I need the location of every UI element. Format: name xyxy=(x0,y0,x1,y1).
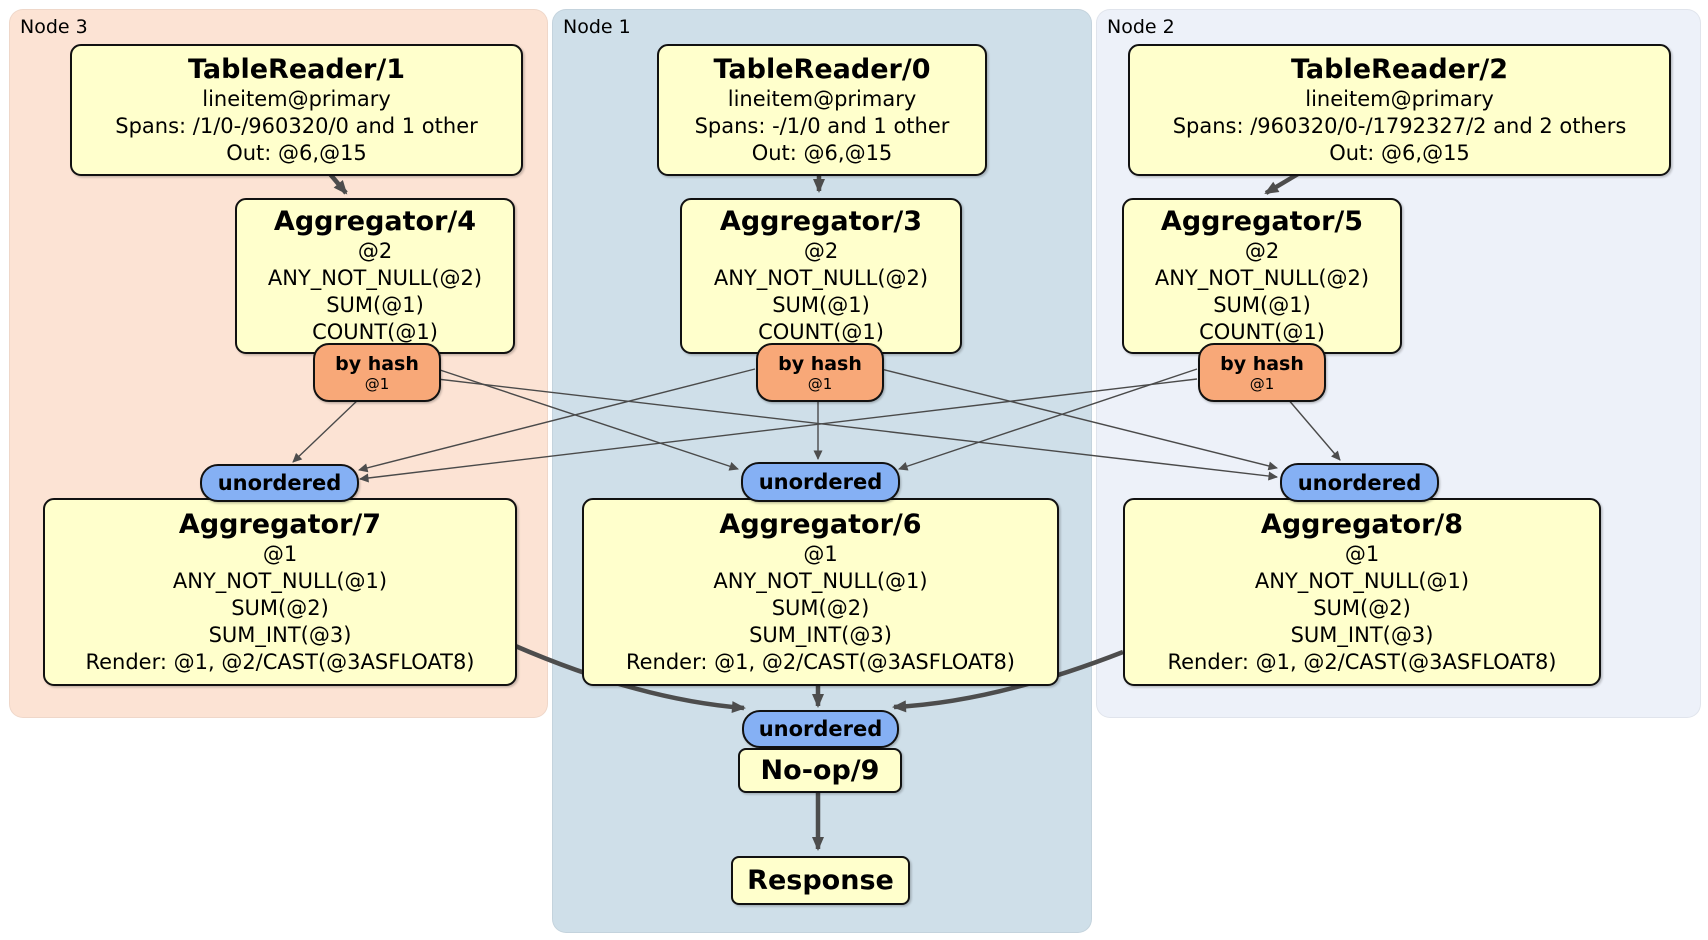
edge-bh2-u3 xyxy=(359,378,1198,483)
aggregator-5-sum: SUM(@1) xyxy=(1213,293,1311,317)
aggregator-3-box: Aggregator/3 @2 ANY_NOT_NULL(@2) SUM(@1)… xyxy=(680,198,962,354)
edge-agg7-ufinal xyxy=(512,642,746,714)
aggregator-6-sum: SUM(@2) xyxy=(771,595,870,620)
aggregator-8-sum: SUM(@2) xyxy=(1313,595,1411,620)
node2-label: Node 2 xyxy=(1107,16,1175,38)
aggregator-6-render: Render: @1, @2/CAST(@3ASFLOAT8) xyxy=(625,649,1016,674)
edge-tr1-agg4 xyxy=(328,172,348,195)
edge-agg8-ufinal xyxy=(892,649,1124,713)
by-hash-router-node2: by hash @1 xyxy=(1198,343,1326,402)
aggregator-3-groupcols: @2 xyxy=(803,239,839,263)
aggregator-7-render: Render: @1, @2/CAST(@3ASFLOAT8) xyxy=(85,649,475,674)
edge-bh1-u3 xyxy=(358,368,756,473)
tablereader-1-box: TableReader/1 lineitem@primary Spans: /1… xyxy=(70,44,523,176)
aggregator-8-title: Aggregator/8 xyxy=(1260,508,1464,540)
aggregator-7-groupcols: @1 xyxy=(262,541,298,566)
edge-bh2-u2 xyxy=(1286,397,1341,461)
aggregator-4-groupcols: @2 xyxy=(357,239,393,263)
by-hash-columns: @1 xyxy=(1249,375,1275,393)
unordered-sync-node2: unordered xyxy=(1280,463,1439,502)
by-hash-label: by hash xyxy=(778,353,862,375)
unordered-sync-node1: unordered xyxy=(741,462,900,502)
edge-bh3-u3 xyxy=(292,397,361,463)
noop-box: No-op/9 xyxy=(738,748,902,793)
node1-label: Node 1 xyxy=(563,16,631,38)
by-hash-columns: @1 xyxy=(807,375,833,393)
response-title: Response xyxy=(747,864,894,896)
tablereader-2-box: TableReader/2 lineitem@primary Spans: /9… xyxy=(1128,44,1671,176)
tablereader-2-index: lineitem@primary xyxy=(1305,86,1494,111)
aggregator-5-groupcols: @2 xyxy=(1244,239,1280,263)
aggregator-8-anynotnull: ANY_NOT_NULL(@1) xyxy=(1254,568,1470,593)
aggregator-7-sum: SUM(@2) xyxy=(231,595,329,620)
aggregator-4-anynotnull: ANY_NOT_NULL(@2) xyxy=(267,266,483,290)
aggregator-7-box: Aggregator/7 @1 ANY_NOT_NULL(@1) SUM(@2)… xyxy=(43,498,517,686)
aggregator-8-box: Aggregator/8 @1 ANY_NOT_NULL(@1) SUM(@2)… xyxy=(1123,498,1601,686)
tablereader-0-index: lineitem@primary xyxy=(727,86,917,111)
tablereader-2-out: Out: @6,@15 xyxy=(1329,140,1470,165)
edge-bh3-u1 xyxy=(436,368,739,471)
aggregator-8-sumint: SUM_INT(@3) xyxy=(1290,622,1434,647)
tablereader-1-out: Out: @6,@15 xyxy=(226,140,367,165)
response-box: Response xyxy=(731,856,910,905)
aggregator-4-sum: SUM(@1) xyxy=(326,293,424,317)
tablereader-0-spans: Spans: -/1/0 and 1 other xyxy=(694,113,950,138)
aggregator-4-count: COUNT(@1) xyxy=(312,320,438,344)
aggregator-4-title: Aggregator/4 xyxy=(273,206,477,237)
aggregator-5-anynotnull: ANY_NOT_NULL(@2) xyxy=(1154,266,1370,290)
unordered-sync-node3: unordered xyxy=(200,464,359,502)
aggregator-4-box: Aggregator/4 @2 ANY_NOT_NULL(@2) SUM(@1)… xyxy=(235,198,515,354)
aggregator-6-anynotnull: ANY_NOT_NULL(@1) xyxy=(713,568,928,593)
edge-bh3-u2 xyxy=(436,378,1278,481)
by-hash-label: by hash xyxy=(1220,353,1304,375)
by-hash-router-node3: by hash @1 xyxy=(313,343,441,402)
tablereader-1-spans: Spans: /1/0-/960320/0 and 1 other xyxy=(115,113,478,138)
tablereader-0-title: TableReader/0 xyxy=(713,53,931,85)
edge-bh2-u1 xyxy=(898,368,1198,471)
by-hash-router-node1: by hash @1 xyxy=(756,343,884,402)
edge-bh1-u2 xyxy=(880,368,1278,471)
by-hash-label: by hash xyxy=(335,353,419,375)
aggregator-3-count: COUNT(@1) xyxy=(758,320,884,344)
by-hash-columns: @1 xyxy=(364,375,390,393)
aggregator-6-sumint: SUM_INT(@3) xyxy=(749,622,892,647)
aggregator-5-box: Aggregator/5 @2 ANY_NOT_NULL(@2) SUM(@1)… xyxy=(1122,198,1402,354)
aggregator-6-box: Aggregator/6 @1 ANY_NOT_NULL(@1) SUM(@2)… xyxy=(582,498,1059,686)
edge-tr2-agg5 xyxy=(1264,172,1300,195)
tablereader-2-title: TableReader/2 xyxy=(1291,53,1508,85)
aggregator-6-title: Aggregator/6 xyxy=(719,508,922,540)
unordered-sync-final: unordered xyxy=(742,710,899,748)
aggregator-7-title: Aggregator/7 xyxy=(178,508,382,540)
aggregator-8-groupcols: @1 xyxy=(1344,541,1380,566)
aggregator-7-anynotnull: ANY_NOT_NULL(@1) xyxy=(172,568,388,593)
tablereader-0-out: Out: @6,@15 xyxy=(751,140,893,165)
aggregator-3-anynotnull: ANY_NOT_NULL(@2) xyxy=(713,266,929,290)
aggregator-5-count: COUNT(@1) xyxy=(1199,320,1325,344)
noop-title: No-op/9 xyxy=(760,754,880,786)
aggregator-5-title: Aggregator/5 xyxy=(1160,206,1364,237)
tablereader-1-index: lineitem@primary xyxy=(202,86,391,111)
aggregator-3-sum: SUM(@1) xyxy=(772,293,870,317)
aggregator-8-render: Render: @1, @2/CAST(@3ASFLOAT8) xyxy=(1167,649,1557,674)
aggregator-6-groupcols: @1 xyxy=(803,541,838,566)
node3-label: Node 3 xyxy=(20,16,88,38)
tablereader-1-title: TableReader/1 xyxy=(188,53,405,85)
aggregator-7-sumint: SUM_INT(@3) xyxy=(208,622,352,647)
aggregator-3-title: Aggregator/3 xyxy=(719,206,923,237)
tablereader-2-spans: Spans: /960320/0-/1792327/2 and 2 others xyxy=(1172,113,1627,138)
tablereader-0-box: TableReader/0 lineitem@primary Spans: -/… xyxy=(657,44,987,176)
